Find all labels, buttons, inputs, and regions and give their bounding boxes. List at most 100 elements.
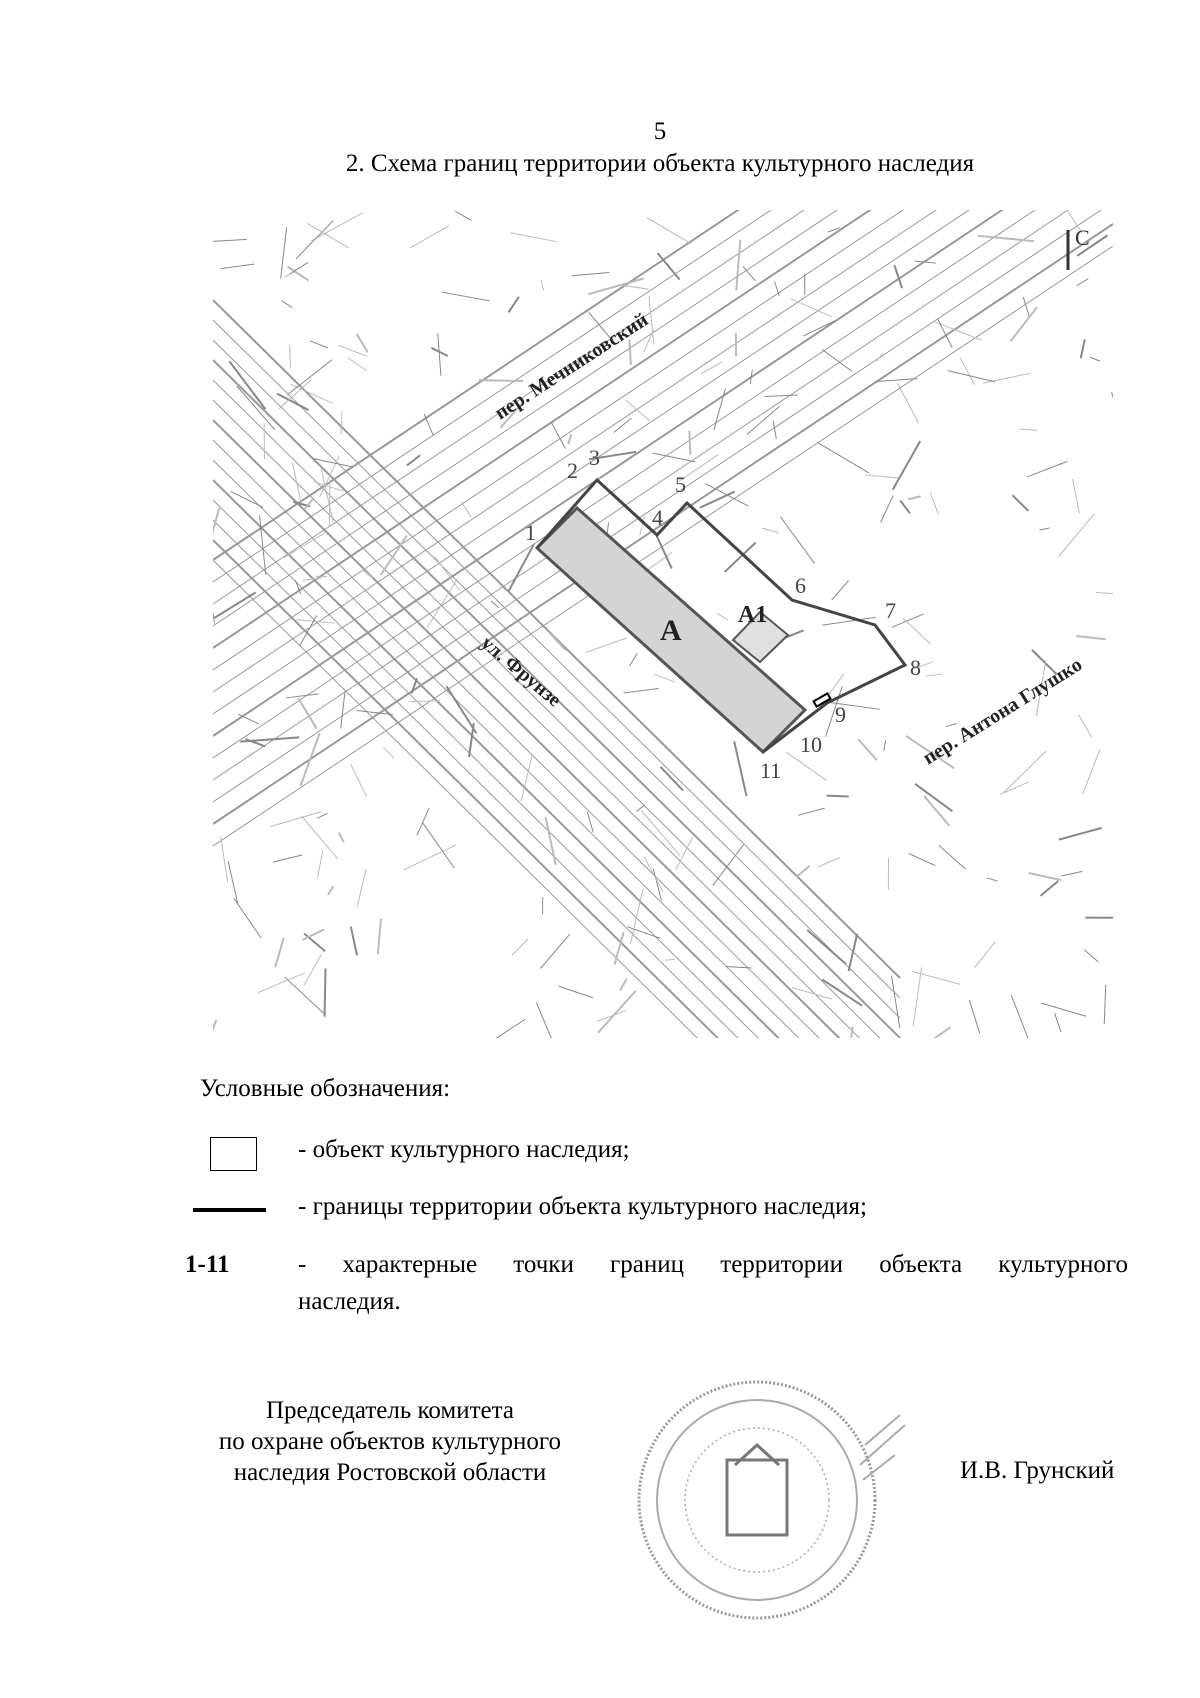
map-line <box>410 677 418 694</box>
map-line <box>1022 296 1030 318</box>
zone-label-a: А <box>660 614 682 647</box>
boundary-point-label: 2 <box>567 458 578 483</box>
map-line <box>361 568 374 579</box>
legend-heading: Условные обозначения: <box>200 1075 451 1102</box>
map-line <box>535 1002 552 1038</box>
map-line <box>302 577 322 582</box>
map-line <box>613 417 632 433</box>
boundary-point-label: 7 <box>885 598 896 623</box>
map-line <box>826 794 849 798</box>
map-line <box>911 661 933 671</box>
map-line <box>355 333 369 353</box>
map-line <box>659 766 684 792</box>
map-line <box>908 853 936 867</box>
map-line <box>588 277 644 296</box>
map-line <box>294 580 302 595</box>
map-line <box>213 539 720 1038</box>
map-line <box>544 816 557 866</box>
map-line <box>245 738 266 748</box>
map-line <box>1076 634 1106 641</box>
map-line <box>340 691 346 729</box>
map-line <box>287 265 310 282</box>
map-line <box>821 978 863 1007</box>
map-line <box>1095 592 1113 595</box>
map-line <box>798 807 825 816</box>
boundary-point-label: 4 <box>652 505 663 530</box>
map-line <box>281 300 293 308</box>
map-line <box>423 413 434 436</box>
map-line <box>822 616 876 626</box>
map-line <box>902 617 931 645</box>
map-line <box>550 422 566 449</box>
map-line <box>1011 494 1029 512</box>
map-line <box>403 844 457 871</box>
map-line <box>286 693 319 699</box>
map-line <box>588 450 637 461</box>
map-line <box>824 686 843 738</box>
map-line <box>891 440 922 491</box>
map-line <box>986 877 998 882</box>
map-line <box>295 220 334 260</box>
map-line <box>379 535 408 576</box>
map-line <box>507 543 535 593</box>
map-line <box>1009 306 1038 343</box>
map-line <box>213 210 1069 781</box>
map-line <box>653 531 673 569</box>
map-line <box>977 234 1035 243</box>
map-line <box>507 296 520 313</box>
map-line <box>1103 984 1107 1025</box>
map-line <box>284 271 295 278</box>
map-line <box>350 764 368 797</box>
legend-symbol-box <box>210 1137 257 1171</box>
map-line <box>791 987 833 1000</box>
map-line <box>270 811 322 828</box>
map-line <box>213 559 699 1038</box>
map-line <box>899 499 911 515</box>
map-line <box>422 822 455 869</box>
map-line <box>648 296 655 345</box>
map-line <box>283 532 325 559</box>
map-line <box>646 217 692 245</box>
map-line <box>618 284 649 290</box>
map-line <box>1054 1013 1062 1032</box>
coat-of-arms-icon <box>725 1458 789 1537</box>
map-line <box>1040 1002 1087 1017</box>
map-line <box>1003 750 1047 793</box>
map-line <box>762 527 779 534</box>
map-line <box>434 556 460 591</box>
map-line <box>213 339 901 1019</box>
map-line <box>296 619 335 624</box>
map-line <box>656 252 681 281</box>
map-line <box>1039 527 1050 531</box>
map-line <box>426 578 458 628</box>
map-line <box>821 349 852 372</box>
legend-item-points: - характерные точки границ территории об… <box>298 1251 1128 1278</box>
map-line <box>511 938 529 956</box>
map-line <box>257 972 306 994</box>
map-line <box>490 600 500 609</box>
map-line <box>320 467 334 522</box>
map-line <box>923 795 951 827</box>
map-line <box>827 227 840 233</box>
map-line <box>520 754 533 802</box>
map-line <box>297 697 318 730</box>
map-line <box>817 857 840 868</box>
boundary-point-label: 1 <box>525 520 536 545</box>
signature-position: Председатель комитета по охране объектов… <box>160 1395 620 1488</box>
map-line <box>619 978 628 992</box>
map-line <box>213 399 861 1038</box>
map-line <box>764 394 798 398</box>
map-line <box>233 897 262 939</box>
map-line <box>938 845 966 870</box>
map-line <box>806 929 847 965</box>
map-line <box>933 1026 951 1038</box>
map-line <box>278 379 312 410</box>
map-line <box>300 815 339 860</box>
map-line <box>803 320 836 337</box>
signatory-name: И.В. Грунский <box>960 1457 1115 1484</box>
map-line <box>213 419 841 1038</box>
map-line <box>1078 714 1093 738</box>
map-line <box>675 837 694 870</box>
map-line <box>726 965 752 969</box>
map-line <box>213 210 805 605</box>
